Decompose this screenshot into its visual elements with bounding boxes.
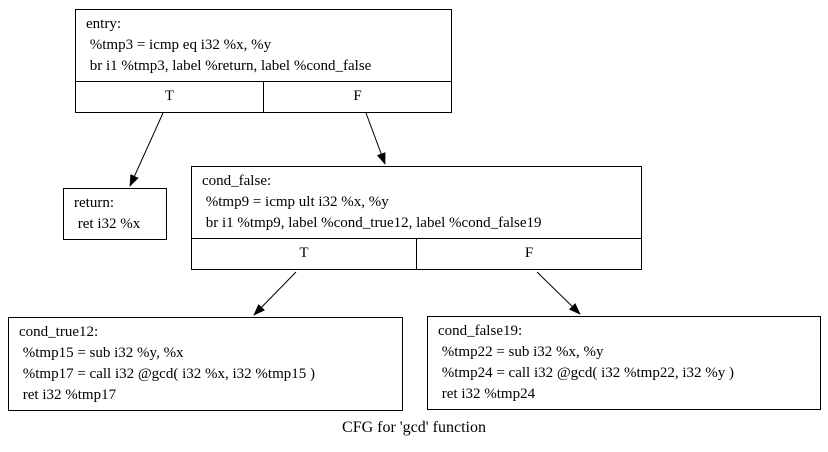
- ir-instruction: ret i32 %tmp24: [438, 386, 536, 402]
- block-label: entry:: [86, 16, 121, 32]
- block-label: return:: [74, 195, 114, 211]
- edge-cond-false-true-cond-true12: [253, 271, 297, 316]
- ir-instruction: ret i32 %x: [74, 216, 141, 232]
- node-cond-true12: cond_true12: %tmp15 = sub i32 %y, %x %tm…: [8, 317, 403, 411]
- node-cond-false: cond_false: %tmp9 = icmp ult i32 %x, %y …: [191, 166, 642, 270]
- ir-instruction: %tmp24 = call i32 @gcd( i32 %tmp22, i32 …: [438, 365, 734, 381]
- node-entry-ports: T F: [76, 81, 451, 112]
- node-entry-body: entry: %tmp3 = icmp eq i32 %x, %y br i1 …: [76, 10, 451, 81]
- port-true: T: [192, 239, 417, 269]
- graph-caption: CFG for 'gcd' function: [342, 419, 486, 436]
- ir-instruction: %tmp3 = icmp eq i32 %x, %y: [86, 37, 272, 53]
- ir-instruction: %tmp22 = sub i32 %x, %y: [438, 344, 604, 360]
- port-false: F: [353, 88, 362, 104]
- block-label: cond_false:: [202, 173, 272, 189]
- node-cond-false19-body: cond_false19: %tmp22 = sub i32 %x, %y %t…: [428, 317, 820, 409]
- ir-instruction: %tmp17 = call i32 @gcd( i32 %x, i32 %tmp…: [19, 366, 315, 382]
- ir-instruction: br i1 %tmp3, label %return, label %cond_…: [86, 58, 372, 74]
- block-label: cond_false19:: [438, 323, 523, 339]
- ir-instruction: %tmp9 = icmp ult i32 %x, %y: [202, 194, 389, 210]
- port-false: F: [524, 245, 534, 261]
- node-cond-false19: cond_false19: %tmp22 = sub i32 %x, %y %t…: [427, 316, 821, 410]
- node-cond-true12-body: cond_true12: %tmp15 = sub i32 %y, %x %tm…: [9, 318, 402, 410]
- ir-instruction: ret i32 %tmp17: [19, 387, 117, 403]
- node-return: return: ret i32 %x: [63, 188, 167, 240]
- ir-instruction: br i1 %tmp9, label %cond_true12, label %…: [202, 215, 542, 231]
- edge-entry-false-cond-false: [365, 112, 386, 165]
- node-entry: entry: %tmp3 = icmp eq i32 %x, %y br i1 …: [75, 9, 452, 113]
- port-true: T: [76, 82, 264, 112]
- node-cond-false-ports: T F: [192, 238, 641, 269]
- node-cond-false-body: cond_false: %tmp9 = icmp ult i32 %x, %y …: [192, 167, 641, 238]
- block-label: cond_true12:: [19, 324, 99, 340]
- edge-entry-true-return: [129, 112, 164, 187]
- edge-cond-false-false-cond-false19: [536, 271, 581, 315]
- node-return-body: return: ret i32 %x: [64, 189, 166, 239]
- ir-instruction: %tmp15 = sub i32 %y, %x: [19, 345, 184, 361]
